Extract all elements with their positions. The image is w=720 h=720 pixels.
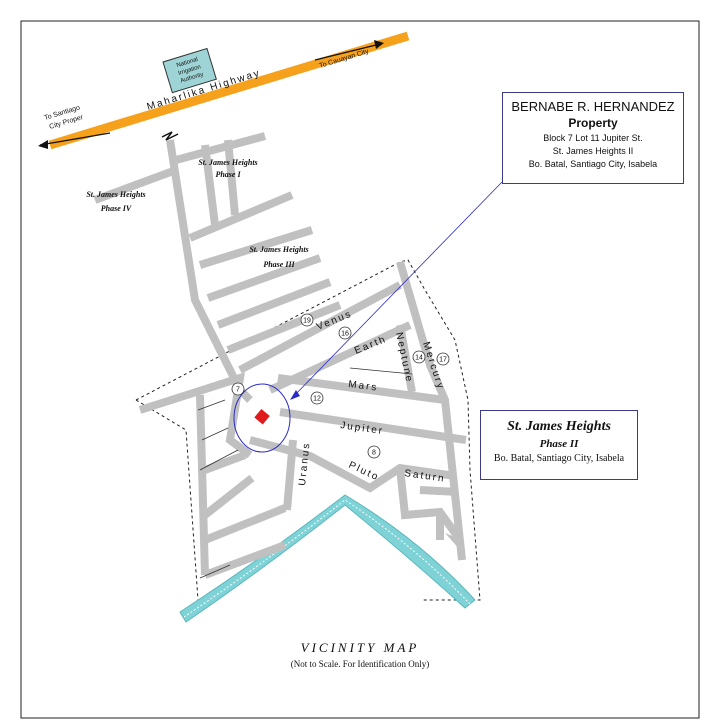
- road-p3-a: [198, 226, 314, 269]
- subdivision-boundary-west: [135, 399, 199, 601]
- markers: 19 16 14 17 7 12 8: [231, 313, 450, 459]
- arrow-to-santiago: [39, 132, 111, 146]
- road-west-d: [203, 504, 287, 544]
- road-p1-b: [174, 132, 267, 164]
- access-road: [166, 139, 253, 403]
- street-mercury: Mercury: [420, 341, 446, 392]
- road-west-c: [202, 474, 255, 519]
- phase1-label-2: Phase I: [215, 170, 241, 179]
- subdivision-box: St. James Heights Phase II Bo. Batal, Sa…: [480, 410, 638, 480]
- marker-12: 12: [313, 396, 321, 403]
- phase3-label-2: Phase III: [263, 260, 295, 269]
- street-jupiter: Jupiter: [340, 420, 385, 437]
- marker-14: 14: [415, 355, 423, 362]
- property-lot: [254, 408, 270, 425]
- marker-16: 16: [341, 331, 349, 338]
- street-earth: Earth: [353, 334, 389, 357]
- leader-line: [291, 181, 503, 399]
- owner-line3: Bo. Batal, Santiago City, Isabela: [528, 159, 658, 169]
- road-mercury: [396, 260, 466, 561]
- road-saturn: [396, 467, 464, 543]
- leader-arrow-icon: [290, 390, 300, 400]
- road-p3-c: [216, 278, 332, 329]
- road-p1-c: [201, 144, 219, 226]
- subdivision-boundary: [135, 259, 481, 601]
- marker-17: 17: [439, 357, 447, 364]
- owner-name: BERNABE R. HERNANDEZ: [511, 99, 675, 114]
- arrow-head-right: [374, 40, 384, 49]
- phase1-label-1: St. James Heights: [198, 158, 257, 167]
- road-west-b: [203, 451, 247, 474]
- nia-building: National Irrigation Authority: [162, 47, 217, 94]
- street-neptune: Neptune: [393, 331, 415, 384]
- phase4-label-2: Phase IV: [101, 204, 132, 213]
- maharlika-highway: [48, 31, 410, 150]
- road-saturn-spur: [419, 486, 459, 496]
- owner-box: BERNABE R. HERNANDEZ Property Block 7 Lo…: [502, 92, 684, 184]
- marker-8: 8: [372, 450, 376, 457]
- road-p1-a: [93, 166, 178, 204]
- owner-line2: St. James Heights II: [552, 146, 634, 156]
- south-triangle: [445, 533, 462, 552]
- subdivision-title: St. James Heights: [507, 419, 611, 434]
- marker-7: 7: [236, 387, 240, 394]
- road-uranus: [283, 439, 297, 511]
- road-jupiter: [279, 408, 467, 444]
- phase3-label-1: St. James Heights: [249, 245, 308, 254]
- road-p3-b: [206, 254, 322, 302]
- road-network: [93, 132, 467, 579]
- street-uranus: Uranus: [297, 441, 313, 486]
- road-p3-d: [226, 301, 342, 354]
- map-title: VICINITY MAP: [300, 640, 420, 655]
- property-circle: [233, 383, 291, 453]
- map-note: (Not to Scale. For Identification Only): [290, 659, 430, 669]
- street-mars: Mars: [348, 379, 379, 394]
- owner-line1: Block 7 Lot 11 Jupiter St.: [543, 133, 643, 143]
- arrow-to-cauayan: [314, 43, 381, 61]
- marker-19: 19: [303, 318, 311, 325]
- junction-break-icon: [161, 131, 179, 141]
- road-neptune: [396, 324, 416, 393]
- road-mars: [277, 374, 446, 404]
- road-venus: [238, 281, 402, 374]
- subdivision-address: Bo. Batal, Santiago City, Isabela: [493, 453, 625, 464]
- owner-subtitle: Property: [568, 116, 618, 130]
- road-west-a: [196, 394, 209, 576]
- road-p1-d: [224, 139, 239, 216]
- phase4-label-1: St. James Heights: [86, 190, 145, 199]
- road-p1-e: [188, 191, 294, 242]
- subdivision-phase: Phase II: [539, 438, 579, 450]
- map-frame: [20, 20, 700, 719]
- river: [179, 494, 476, 623]
- arrow-head-left: [38, 140, 48, 149]
- lot-lines: [197, 367, 413, 579]
